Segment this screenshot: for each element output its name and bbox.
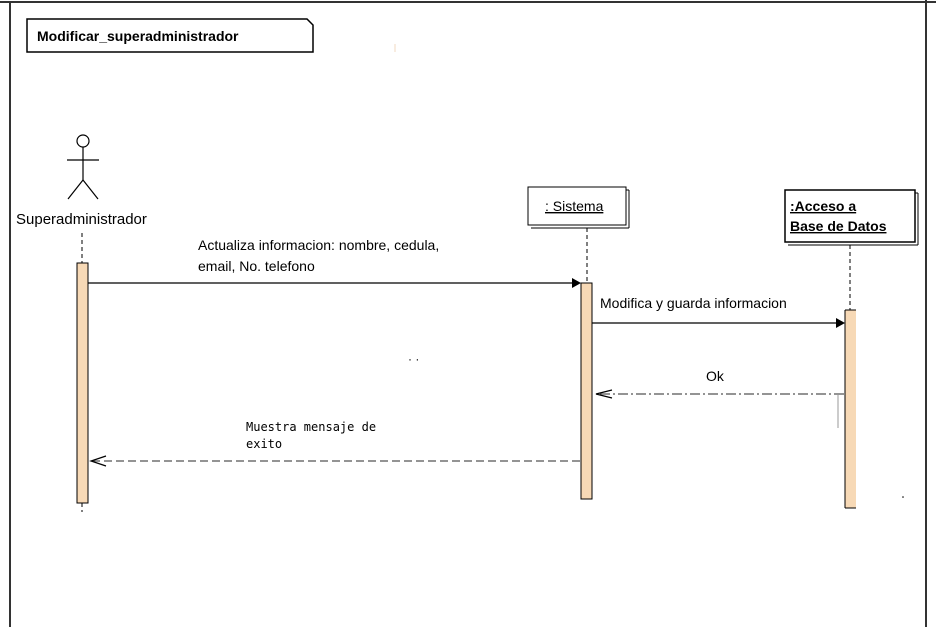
message-ok-return: Ok: [595, 368, 845, 399]
message-4-line1: Muestra mensaje de: [246, 420, 376, 434]
actor-superadministrador: [67, 134, 99, 200]
stray-dot: [902, 496, 904, 498]
sistema-activation-bar: [580, 282, 593, 500]
message-1-line1: Actualiza informacion: nombre, cedula,: [198, 237, 439, 253]
message-modifica-guarda: Modifica y guarda informacion: [592, 295, 845, 328]
acceso-label-line2: Base de Datos: [790, 218, 887, 234]
object-sistema: : Sistema: [527, 186, 630, 229]
message-2-label: Modifica y guarda informacion: [600, 295, 787, 311]
object-acceso-base-de-datos: :Acceso a Base de Datos: [784, 189, 919, 246]
message-muestra-mensaje: Muestra mensaje de exito: [89, 420, 581, 467]
message-actualiza-informacion: Actualiza informacion: nombre, cedula, e…: [88, 237, 581, 288]
frame-title-tab: Modificar_superadministrador: [26, 18, 314, 53]
sistema-label: : Sistema: [545, 198, 604, 214]
actor-label: Superadministrador: [16, 211, 147, 228]
actor-activation-bar: [76, 262, 89, 504]
stray-dots: · ·: [408, 352, 419, 366]
acceso-label-line1: :Acceso a: [790, 198, 856, 214]
message-4-line2: exito: [246, 437, 282, 451]
message-1-line2: email, No. telefono: [198, 258, 315, 274]
acceso-activation-bar: [845, 310, 856, 508]
message-3-label: Ok: [706, 368, 725, 384]
frame-title: Modificar_superadministrador: [37, 28, 239, 44]
